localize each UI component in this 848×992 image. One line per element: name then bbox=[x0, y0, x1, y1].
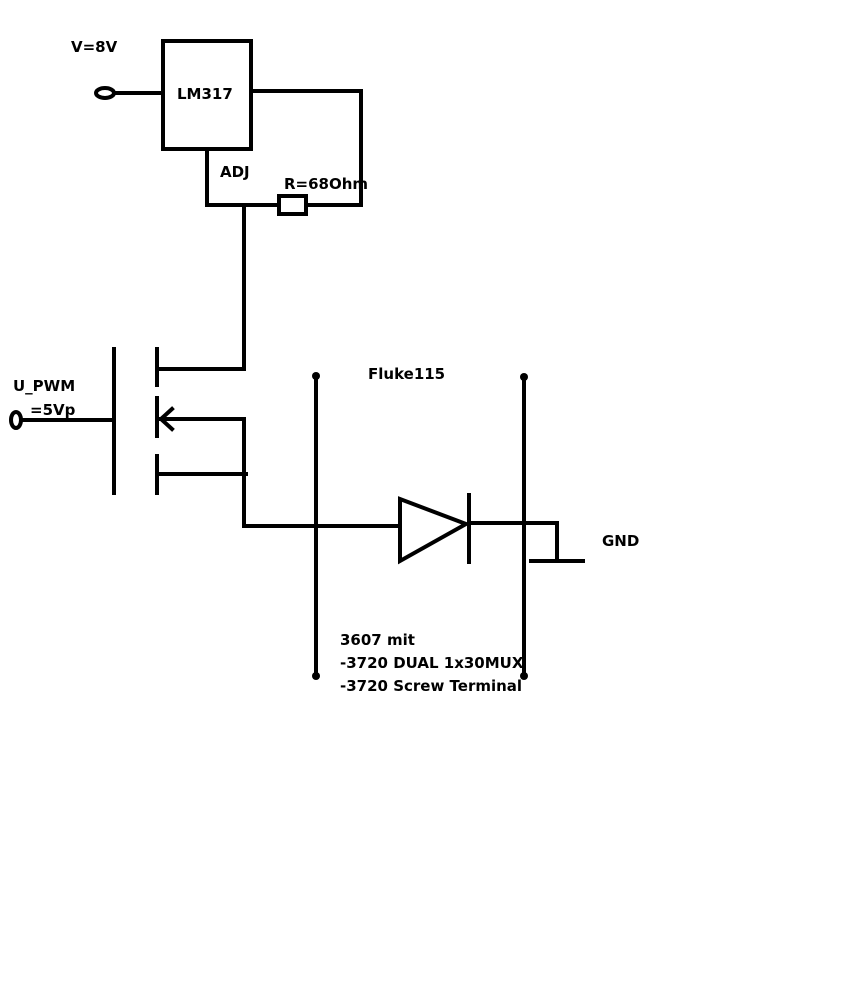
diode-triangle bbox=[398, 496, 471, 565]
supply-voltage-label: V=8V bbox=[71, 38, 118, 56]
regulator-label: LM317 bbox=[177, 85, 233, 103]
adj-wire bbox=[205, 147, 281, 207]
resistor-label: R=68Ohm bbox=[284, 175, 368, 193]
probe-dot-right-bottom bbox=[520, 672, 528, 680]
resistor bbox=[277, 194, 308, 216]
supply-terminal bbox=[94, 86, 116, 100]
source-to-diode-wire bbox=[242, 417, 402, 528]
probe-dot-right-top bbox=[520, 373, 528, 381]
probe-dot-left-top bbox=[312, 372, 320, 380]
pwm-amplitude-label: =5Vp bbox=[30, 401, 76, 419]
diode-to-ground-wire bbox=[467, 521, 559, 563]
drain-wire bbox=[156, 203, 246, 371]
regulator-output-wire bbox=[249, 89, 363, 207]
daq-label-line2: -3720 DUAL 1x30MUX bbox=[340, 654, 524, 672]
probe-dot-left-bottom bbox=[312, 672, 320, 680]
pwm-input-label: U_PWM bbox=[13, 377, 75, 395]
daq-label-line3: -3720 Screw Terminal bbox=[340, 677, 522, 695]
adj-label: ADJ bbox=[220, 163, 250, 181]
ground-label: GND bbox=[602, 532, 639, 550]
mosfet-arrow bbox=[158, 406, 175, 432]
multimeter-label: Fluke115 bbox=[368, 365, 445, 383]
daq-label-line1: 3607 mit bbox=[340, 631, 415, 649]
